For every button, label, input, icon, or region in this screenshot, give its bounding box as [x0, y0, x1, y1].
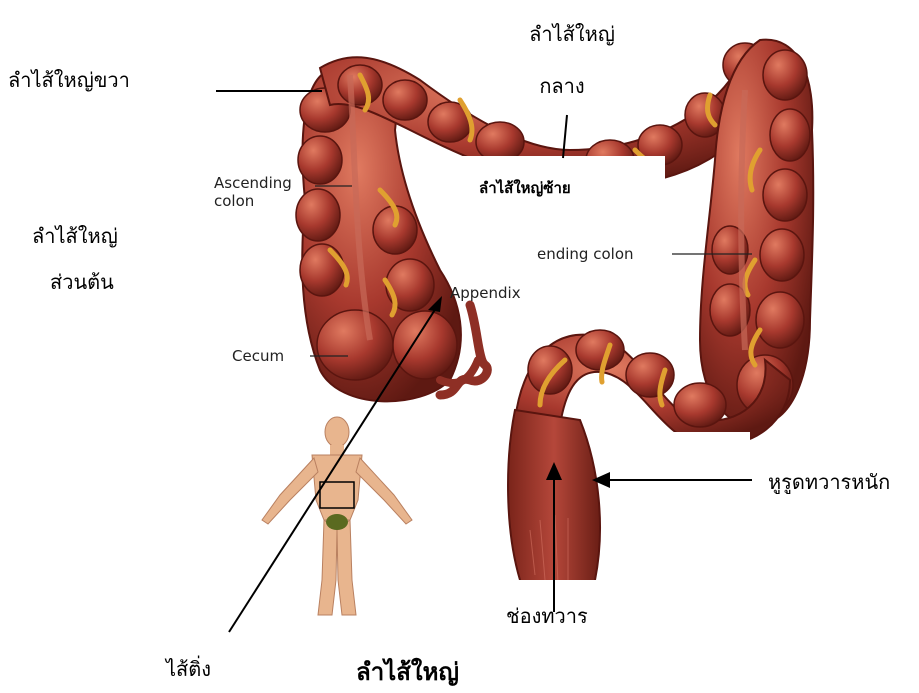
ascending-label-line1: Ascending	[214, 174, 292, 192]
first-part-label-line1: ลำไส้ใหญ่	[32, 220, 118, 252]
middle-colon-label-line2: กลาง	[512, 70, 612, 102]
first-part-label-line2: ส่วนต้น	[50, 266, 114, 298]
descending-colon-label: ending colon	[537, 245, 634, 263]
right-colon-label: ลำไส้ใหญ่ขวา	[8, 64, 130, 96]
appendix-english-label: Appendix	[450, 284, 521, 302]
appendix-thai-label: ไส้ติ่ง	[166, 653, 211, 685]
cecum-label: Cecum	[232, 347, 284, 365]
desc-label-cover	[445, 215, 535, 270]
anus-label: ช่องทวาร	[506, 600, 588, 632]
rectum-label: หูรูดทวารหนัก	[768, 466, 890, 498]
ascending-label-line2: colon	[214, 192, 292, 210]
rectum-label-cover	[640, 432, 750, 557]
middle-colon-label-line1: ลำไส้ใหญ่	[512, 18, 632, 50]
left-colon-label: ลำไส้ใหญ่ซ้าย	[479, 176, 571, 200]
diagram-title: ลำไส้ใหญ่	[356, 652, 459, 691]
ascending-colon-label: Ascending colon	[214, 174, 292, 210]
